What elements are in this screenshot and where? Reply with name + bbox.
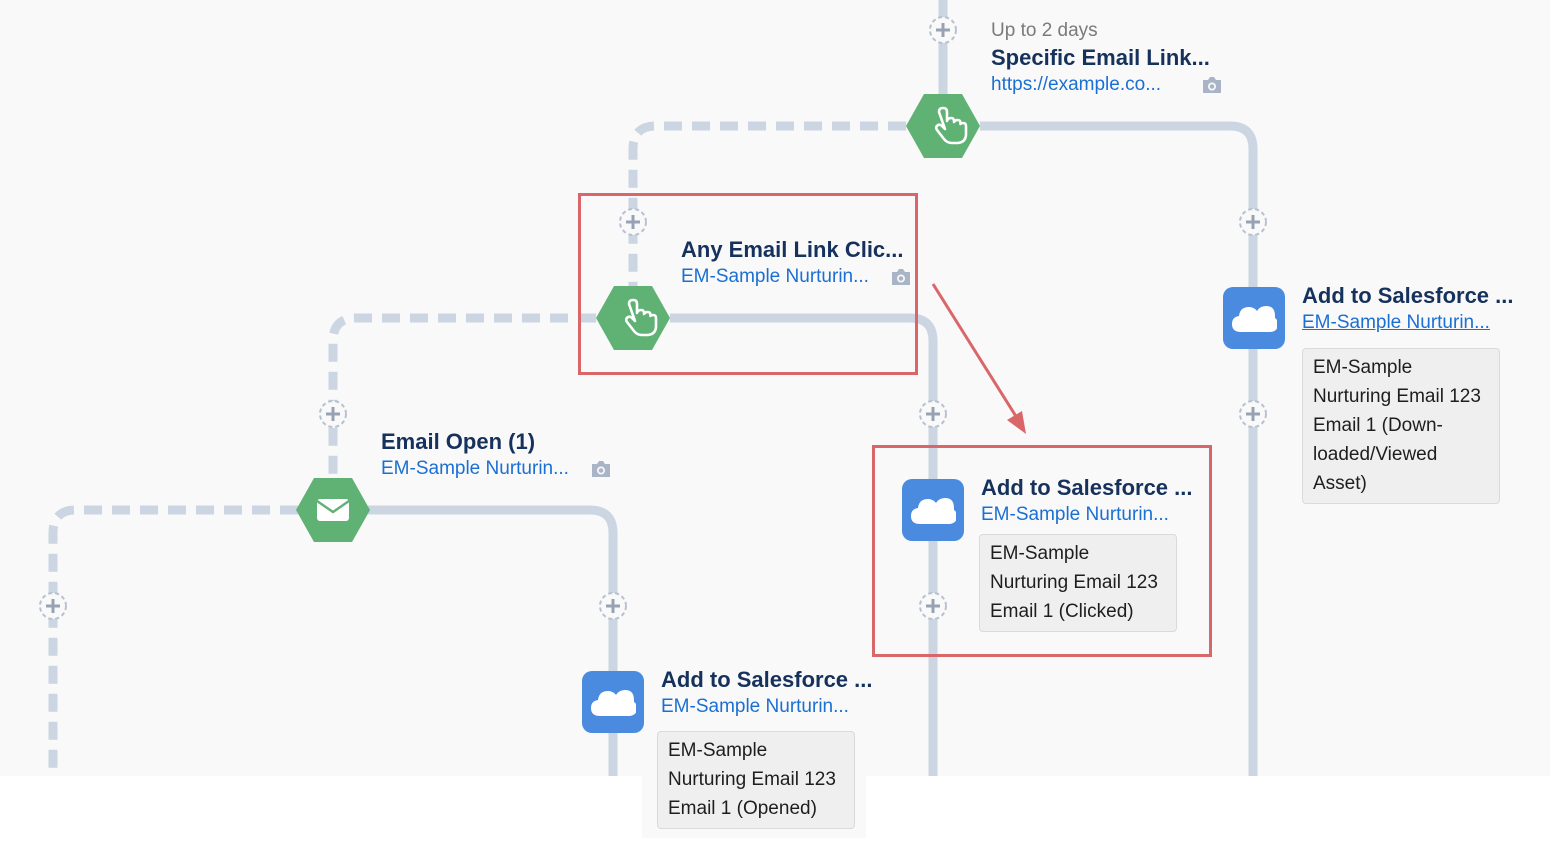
note-line: Nurturing Email 123	[668, 769, 836, 790]
step-email-name[interactable]: EM-Sample Nurturin...	[1302, 312, 1490, 333]
annotation-arrow	[931, 283, 1026, 434]
step-title-specific-link[interactable]: Specific Email Link...	[991, 45, 1210, 70]
note-line: EM-Sample	[1313, 357, 1413, 378]
salesforce-cloud-icon[interactable]	[582, 671, 644, 733]
campaign-note: EM-Sample Nurturing Email 123 Email 1 (D…	[1302, 348, 1500, 504]
camera-icon[interactable]	[590, 460, 612, 478]
step-title-add-to-salesforce[interactable]: Add to Salesforce ...	[981, 475, 1193, 500]
note-line: Email 1 (Opened)	[668, 798, 817, 819]
add-step-plus-icon[interactable]	[918, 399, 948, 429]
flow-canvas	[0, 0, 1550, 776]
salesforce-cloud-icon[interactable]	[902, 479, 964, 541]
pointer-hand-icon[interactable]	[596, 286, 670, 350]
note-line: EM-Sample	[990, 543, 1090, 564]
wait-duration: Up to 2 days	[991, 20, 1098, 41]
step-title-add-to-salesforce[interactable]: Add to Salesforce ...	[1302, 283, 1514, 308]
add-step-plus-icon[interactable]	[598, 591, 628, 621]
step-link-url[interactable]: https://example.co...	[991, 74, 1162, 95]
step-email-name[interactable]: EM-Sample Nurturin...	[981, 504, 1169, 525]
step-email-name[interactable]: EM-Sample Nurturin...	[381, 458, 569, 479]
envelope-icon[interactable]	[296, 478, 370, 542]
note-line: Nurturing Email 123	[1313, 386, 1481, 407]
add-step-plus-icon[interactable]	[318, 399, 348, 429]
step-title-add-to-salesforce[interactable]: Add to Salesforce ...	[661, 667, 873, 692]
step-title-email-open[interactable]: Email Open (1)	[381, 429, 536, 454]
add-step-plus-icon[interactable]	[928, 15, 958, 45]
step-title-any-link-click[interactable]: Any Email Link Clic...	[681, 237, 904, 262]
note-line: Email 1 (Clicked)	[990, 601, 1134, 622]
pointer-hand-icon[interactable]	[906, 94, 980, 158]
add-step-plus-icon[interactable]	[1238, 207, 1268, 237]
add-step-plus-icon[interactable]	[918, 591, 948, 621]
note-line: Asset)	[1313, 473, 1367, 494]
highlight-box-trigger	[578, 193, 918, 375]
step-email-name[interactable]: EM-Sample Nurturin...	[661, 696, 849, 717]
camera-icon[interactable]	[890, 268, 912, 286]
camera-icon[interactable]	[1201, 76, 1223, 94]
note-line: Nurturing Email 123	[990, 572, 1158, 593]
campaign-note: EM-Sample Nurturing Email 123 Email 1 (C…	[979, 534, 1177, 632]
add-step-plus-icon[interactable]	[618, 207, 648, 237]
note-line: loaded/Viewed	[1313, 444, 1438, 465]
highlight-box-action	[872, 445, 1212, 657]
add-step-plus-icon[interactable]	[1238, 399, 1268, 429]
note-line: Email 1 (Down-	[1313, 415, 1443, 436]
note-line: EM-Sample	[668, 740, 768, 761]
campaign-note: EM-Sample Nurturing Email 123 Email 1 (O…	[657, 731, 855, 829]
salesforce-cloud-icon[interactable]	[1223, 287, 1285, 349]
step-email-name[interactable]: EM-Sample Nurturin...	[681, 266, 869, 287]
add-step-plus-icon[interactable]	[38, 591, 68, 621]
